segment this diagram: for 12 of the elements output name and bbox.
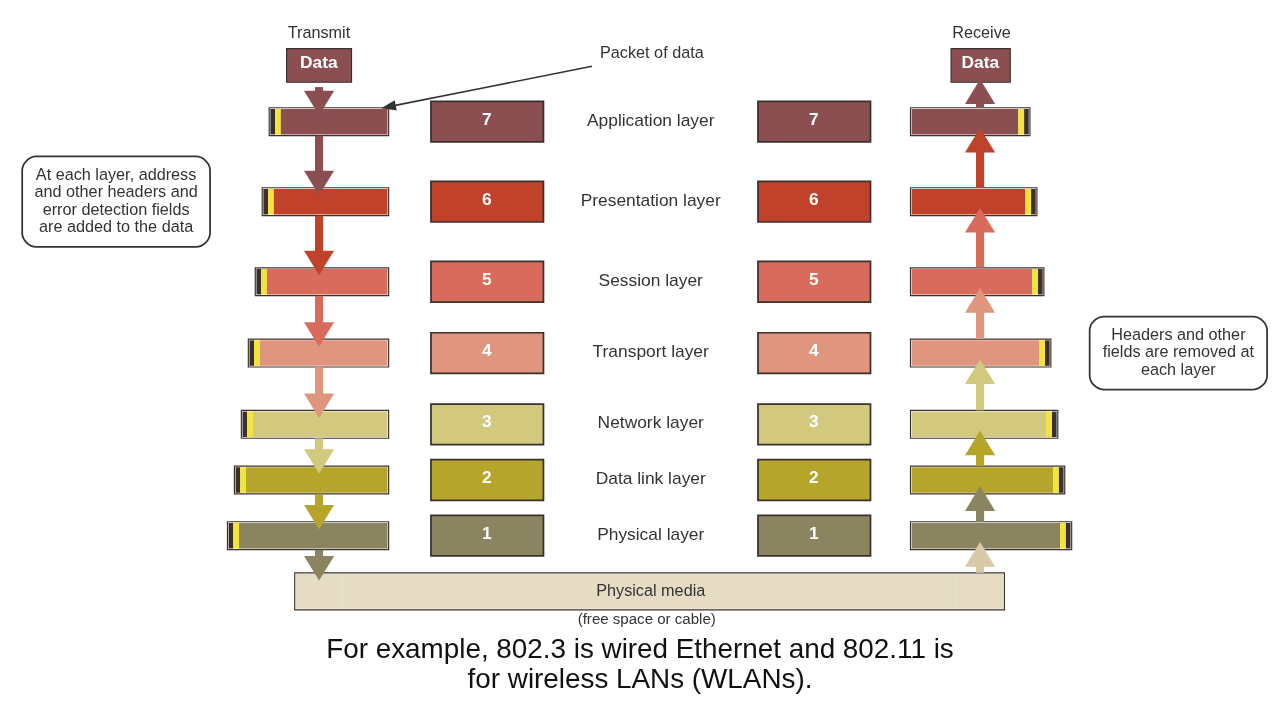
node-text: Packet of data: [600, 42, 704, 61]
node-label: Receive: [952, 23, 1011, 42]
node-label: Transmit: [287, 23, 351, 42]
label: Application layer: [586, 109, 715, 130]
label: Session layer: [598, 269, 703, 290]
label: Network layer: [597, 412, 704, 433]
caption: For example, 802.3 is wired Ethernet and 802.11 is for wireless LANs (WLANs).: [326, 632, 954, 694]
label: Transport layer: [592, 341, 709, 362]
label: Data link layer: [595, 468, 706, 489]
label: Physical layer: [597, 523, 705, 544]
node-label: (free space or cable): [577, 610, 716, 628]
label: Presentation layer: [580, 189, 721, 210]
